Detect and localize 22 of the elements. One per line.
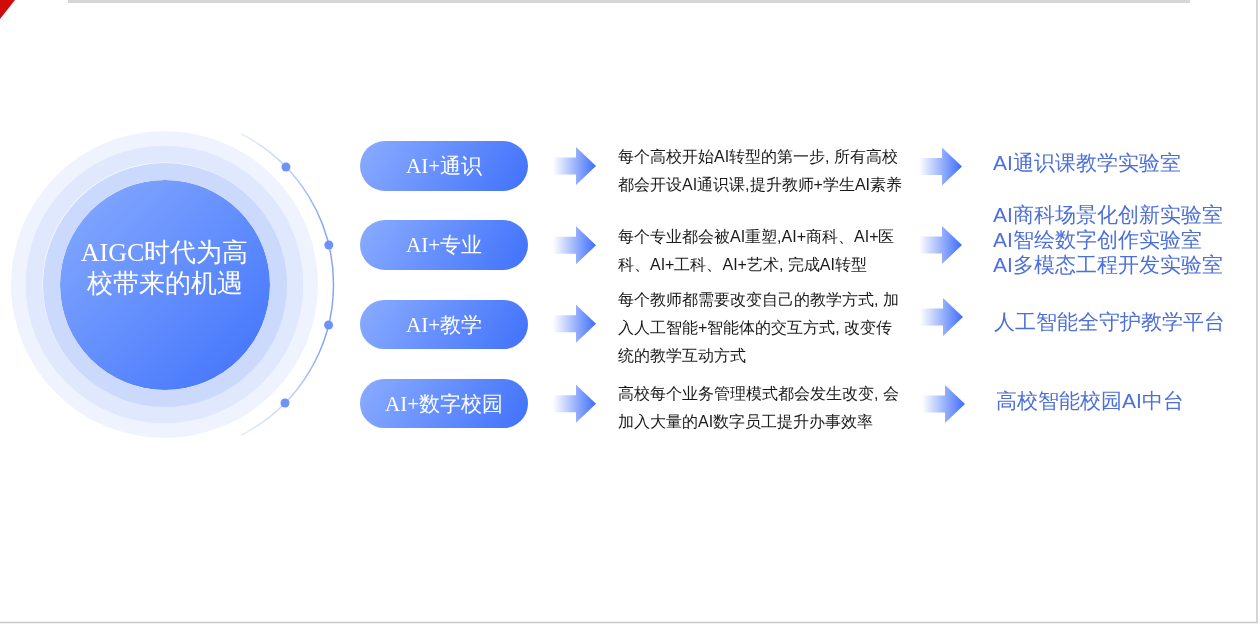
outcome-text: AI多模态工程开发实验室 <box>993 251 1223 277</box>
outcome-text: 人工智能全守护教学平台 <box>994 308 1225 334</box>
outcome-text: AI智绘数字创作实验室 <box>993 226 1203 252</box>
outcome-text: AI商科场景化创新实验室 <box>993 201 1223 227</box>
block-arrow <box>553 304 596 343</box>
topic-pill: AI+数字校园 <box>360 379 528 428</box>
description-text: 每个教师都需要改变自己的教学方式, 加入人工智能+智能体的交互方式, 改变传统的教学互动方式 <box>618 286 905 370</box>
block-arrow <box>553 226 596 265</box>
block-arrow <box>922 385 965 423</box>
description-text: 每个高校开始AI转型的第一步, 所有高校都会开设AI通识课,提升教师+学生AI素养 <box>618 143 905 199</box>
outcome-text: 高校智能校园AI中台 <box>996 387 1184 413</box>
block-arrow <box>553 384 596 423</box>
outcome-text: AI通识课教学实验室 <box>993 149 1181 175</box>
block-arrow <box>553 147 596 185</box>
block-arrow <box>919 147 962 186</box>
block-arrow <box>920 298 963 336</box>
topic-pill: AI+通识 <box>360 141 528 191</box>
description-text: 每个专业都会被AI重塑,AI+商科、AI+医科、AI+工科、AI+艺术, 完成AI转型 <box>618 223 905 279</box>
description-text: 高校每个业务管理模式都会发生改变, 会加入大量的AI数字员工提升办事效率 <box>618 380 905 436</box>
block-arrow <box>919 226 962 264</box>
topic-pill: AI+专业 <box>360 220 528 270</box>
topic-pill: AI+教学 <box>360 300 528 349</box>
